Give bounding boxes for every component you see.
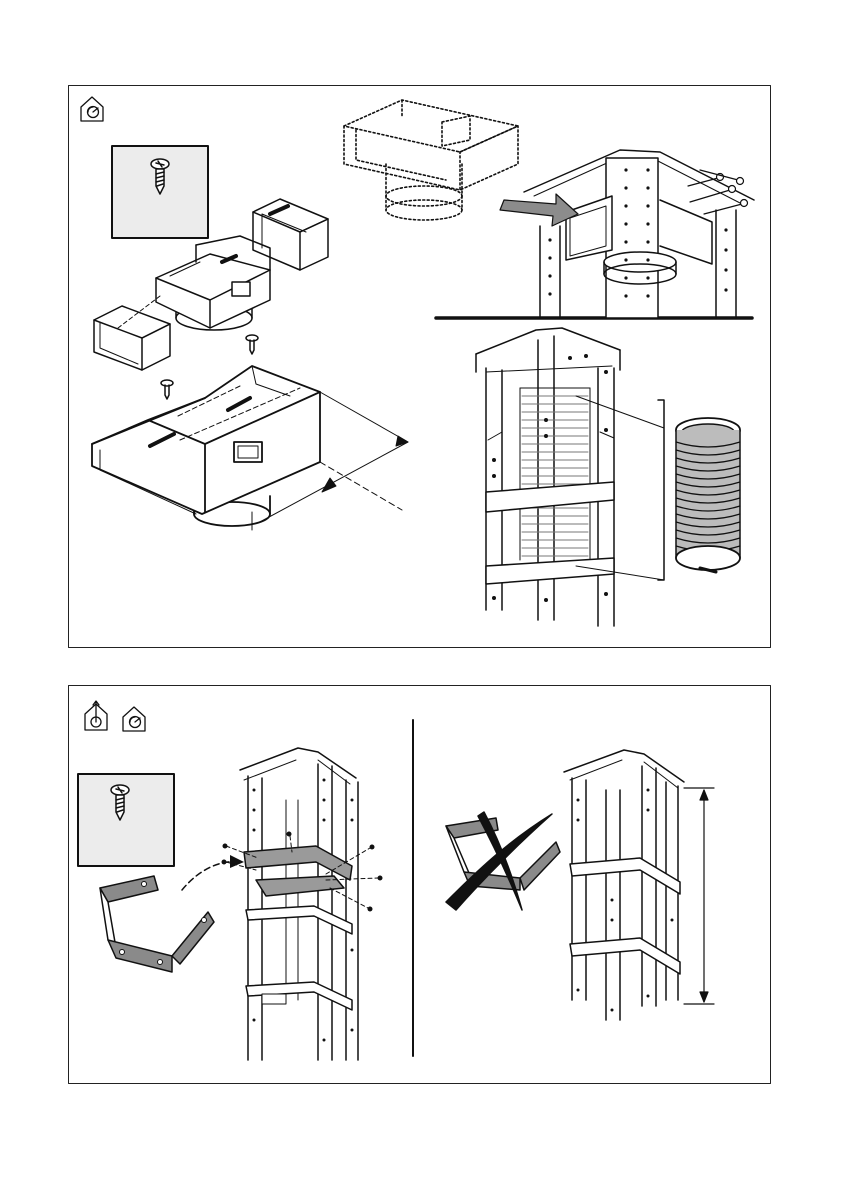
hood-motor-unit-dotted: [344, 100, 518, 220]
frame-with-flexible-hose: [476, 328, 664, 626]
top-panel: [0, 0, 841, 660]
crossed-out-bracket: [446, 812, 560, 910]
duct-out-house-icon: [123, 707, 145, 731]
top-panel-drawing: [0, 0, 841, 660]
frame-top-with-arrow: [436, 150, 754, 318]
inner-hose: [520, 388, 590, 560]
bottom-panel: [0, 660, 841, 1100]
cross-bracket: [100, 876, 214, 972]
duct-box-upper: [253, 199, 328, 270]
bottom-panel-drawing: [0, 660, 841, 1100]
duct-main-body: [92, 366, 320, 526]
duct-adapter-exploded-view: [92, 199, 408, 530]
screw-callout-box: [112, 146, 208, 238]
duct-box-left: [94, 296, 170, 370]
duct-out-house-icon: [81, 97, 103, 121]
frame-with-bracket-mounting: [222, 748, 383, 1060]
flexible-hose-detail: [676, 418, 740, 572]
screw-icon: [161, 380, 173, 399]
height-dimension-arrow: [684, 788, 714, 1004]
filter-recirculation-house-icon: [85, 701, 107, 730]
mount-arrow: [182, 862, 238, 890]
frame-height-dimension: [564, 750, 714, 1020]
screw-callout-box: [78, 774, 174, 866]
screw-icon: [246, 335, 258, 354]
